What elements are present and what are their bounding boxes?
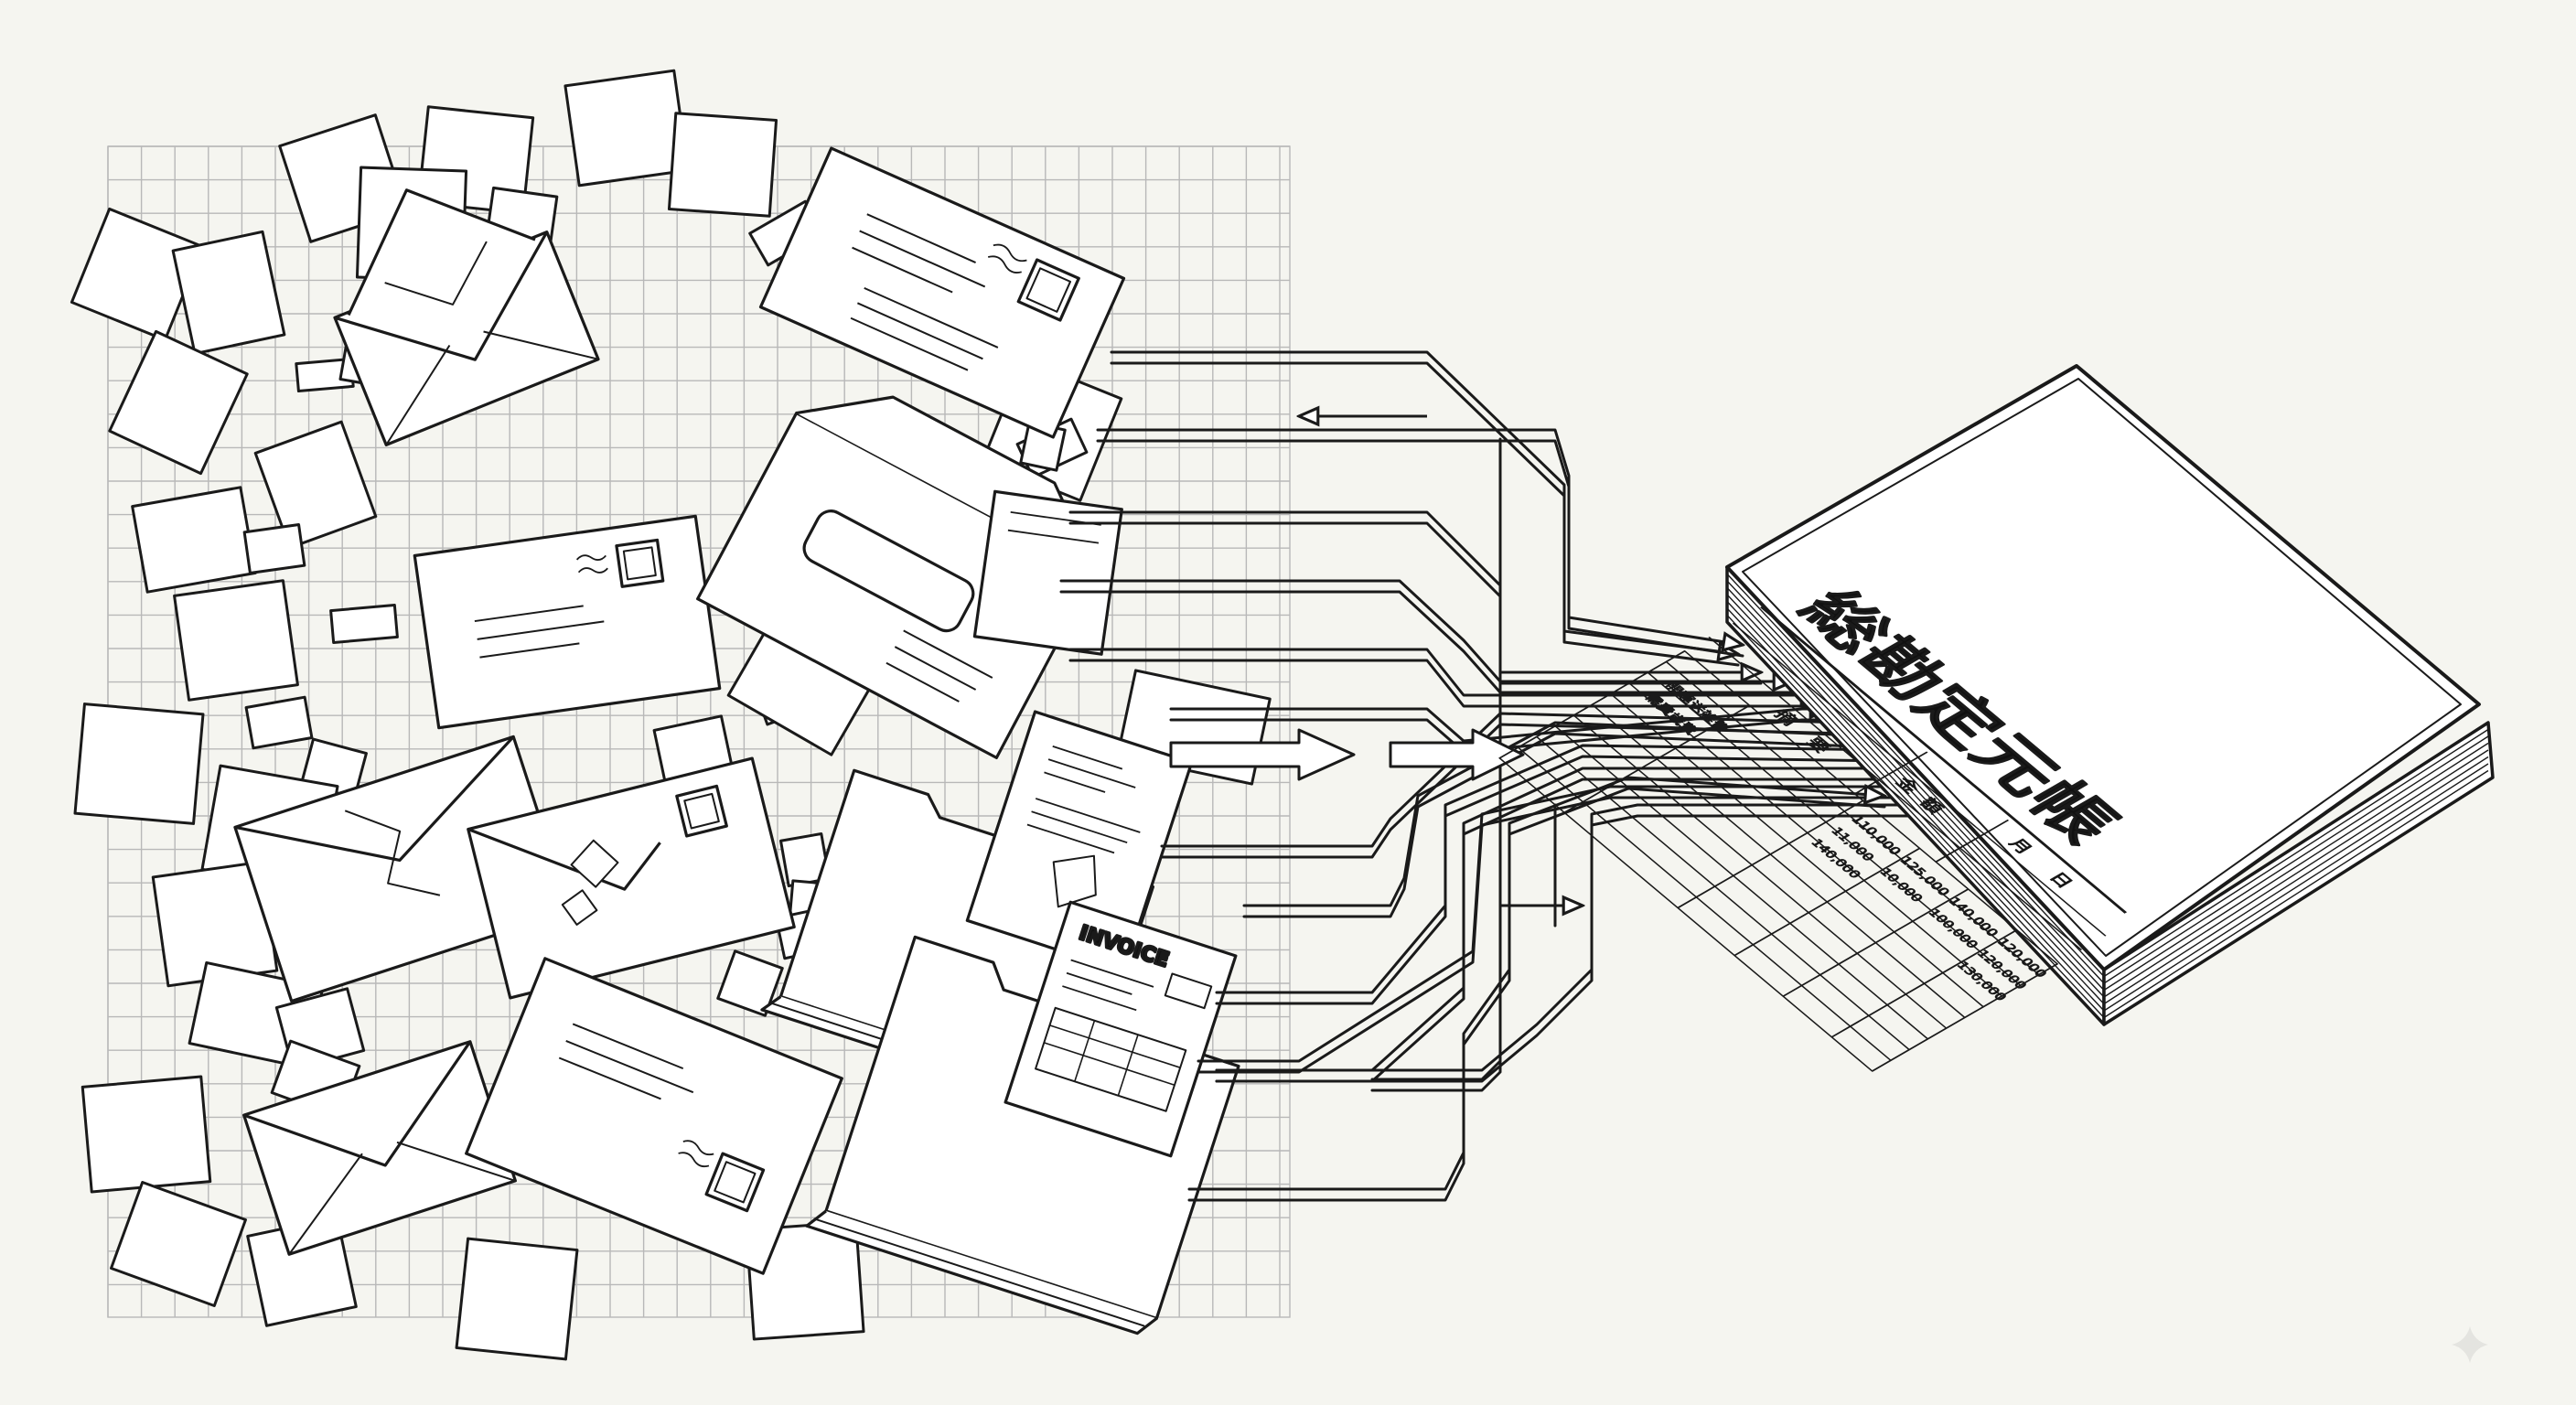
sticky-note-icon — [110, 1180, 247, 1308]
flow-arrow — [1096, 428, 1743, 645]
flow-arrow-outline — [1215, 814, 1932, 1083]
envelope-icon — [242, 1040, 517, 1256]
sticky-note-icon — [455, 1237, 579, 1361]
flow-arrow — [1059, 579, 1793, 681]
flow-arrow-outline — [1096, 439, 1744, 658]
flow-arrow-outline — [1187, 787, 1886, 1202]
envelopes-pile — [233, 146, 1126, 1275]
envelope-icon — [696, 395, 1123, 759]
sticky-note-icon — [716, 949, 784, 1017]
flow-arrow-outline — [1215, 755, 1895, 1005]
sticky-note-icon — [667, 112, 778, 218]
flow-arrow-outline — [1242, 732, 1877, 918]
folder-icon — [805, 935, 1240, 1335]
sticky-note-icon — [244, 695, 314, 750]
sticky-note-icon — [564, 69, 690, 188]
flow-arrow-outline — [1059, 590, 1795, 694]
sticky-note-icon — [173, 579, 299, 702]
sticky-note-icon — [242, 523, 306, 574]
flow-arrows — [1059, 350, 1932, 1202]
ledger-table — [1498, 622, 2107, 1072]
stamp-icon — [704, 1152, 766, 1213]
envelope-icon — [233, 735, 572, 1003]
sticky-note-icon — [745, 1220, 865, 1341]
flow-arrow — [1160, 713, 1848, 848]
ledger-book-icon: 総勘定元帳 月 日 金 額 摘 要 開運送雑費 需費歳費 110,00011,0… — [1498, 364, 2495, 1072]
sticky-note-icon — [329, 604, 399, 644]
envelope-icon — [465, 957, 843, 1275]
document-sheet — [965, 710, 1194, 973]
stamp-icon — [615, 538, 665, 588]
stamp-icon — [1016, 258, 1080, 322]
sticky-note-icon — [171, 230, 286, 356]
sticky-note-icon — [131, 486, 257, 594]
sparkle-icon — [2452, 1326, 2488, 1363]
sticky-note-icon — [80, 1075, 212, 1194]
flow-arrow-outline — [1068, 659, 1822, 708]
flow-arrow-outline — [1160, 723, 1850, 859]
flow-arrow-outline — [1215, 778, 1905, 1083]
folders-stack: INVOICE — [760, 710, 1240, 1335]
flow-arrow — [1242, 721, 1875, 907]
envelope-icon — [758, 146, 1126, 439]
envelope-icon — [333, 188, 600, 446]
invoice-sheet: INVOICE — [1004, 900, 1238, 1158]
flow-arrow — [1197, 787, 1921, 1063]
stamp-icon — [675, 784, 728, 838]
sticky-note-icon — [108, 329, 249, 476]
envelope-icon — [413, 514, 722, 730]
flow-arrow-outline — [1110, 361, 1740, 667]
envelope-icon — [467, 756, 796, 1000]
page-edges — [1726, 574, 2489, 1019]
flow-arrow-outline — [1197, 796, 1923, 1074]
flow-arrow — [1110, 350, 1738, 654]
sticky-note-icon — [73, 702, 205, 825]
flow-arrow-icon — [1169, 416, 1583, 906]
flow-arrow — [1187, 776, 1884, 1191]
ledger-header-label: 要 — [1802, 734, 1834, 756]
sticky-note-icon — [253, 420, 378, 550]
